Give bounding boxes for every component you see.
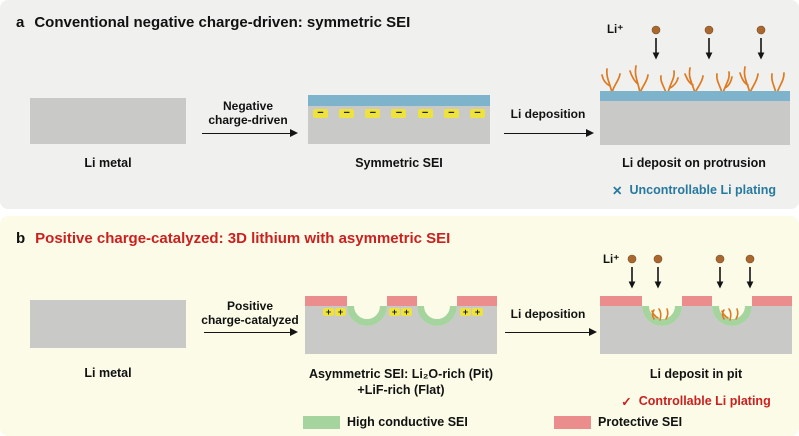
arrow-negative-charge-driven: [202, 129, 298, 138]
asymmetric-sei-label-line1: Asymmetric SEI: Li₂O-rich (Pit): [308, 367, 494, 381]
legend-swatch-conductive-sei: [303, 416, 340, 429]
sei-layer-blue: [308, 95, 490, 106]
status-a-text: Uncontrollable Li plating: [629, 183, 776, 197]
symmetric-sei-block: − − − − − − −: [308, 95, 490, 144]
li-metal-block-a: [30, 98, 186, 144]
li-deposit-block-a: [600, 38, 790, 145]
minus-charge-icon: −: [365, 108, 381, 119]
li-ion-icon: [627, 254, 637, 289]
arrow2-a-label: Li deposition: [510, 107, 586, 121]
pit-structure-icon: [305, 296, 497, 354]
cross-icon: ✕: [611, 184, 623, 198]
arrow2-b-label: Li deposition: [510, 307, 586, 321]
minus-charge-icon: −: [313, 108, 328, 119]
arrow1-b-label-line1: Positive: [226, 299, 274, 313]
arrow1-a-label-line1: Negative: [222, 99, 274, 113]
plus-charge-icon: +: [323, 308, 334, 317]
li-metal-block-b: [30, 300, 186, 348]
arrow-li-deposition-a: [504, 129, 594, 138]
plus-charge-icon: +: [401, 308, 412, 317]
minus-charge-icon: −: [391, 108, 407, 119]
pit-deposit-icon: [600, 296, 792, 354]
legend-swatch-protective-sei: [554, 416, 591, 429]
arrow1-b-label-line2: charge-catalyzed: [201, 313, 299, 327]
li-ion-icon: [704, 25, 714, 60]
li-metal-under-sei: [600, 101, 790, 145]
negative-charge-row: − − − − − − −: [313, 108, 485, 119]
legend-label-conductive-sei: High conductive SEI: [347, 415, 468, 429]
minus-charge-icon: −: [443, 108, 459, 119]
minus-charge-icon: −: [339, 108, 355, 119]
li-metal-label-a: Li metal: [84, 156, 132, 170]
li-ion-icon: [715, 254, 725, 289]
panel-a: a Conventional negative charge-driven: s…: [0, 0, 799, 209]
legend-label-protective-sei: Protective SEI: [598, 415, 683, 429]
dendrite-deposits-icon: [601, 65, 785, 93]
arrow1-b-label: Positive charge-catalyzed: [198, 299, 302, 327]
li-ion-label-b: Li⁺: [603, 254, 620, 266]
arrow-li-deposition-b: [505, 328, 597, 337]
li-deposit-block-b: [600, 296, 792, 356]
li-ion-icon: [745, 254, 755, 289]
li-deposit-label-a: Li deposit on protrusion: [622, 156, 766, 170]
status-b: ✓ Controllable Li plating: [596, 394, 796, 409]
asymmetric-sei-label-line2: +LiF-rich (Flat): [357, 383, 445, 397]
li-ion-label-a: Li⁺: [607, 24, 624, 36]
status-b-text: Controllable Li plating: [638, 394, 771, 408]
plus-charge-icon: +: [335, 308, 346, 317]
li-ion-icon: [653, 254, 663, 289]
minus-charge-icon: −: [417, 108, 433, 119]
asymmetric-sei-block: + + + + + +: [305, 296, 497, 356]
panel-a-title-text: Conventional negative charge-driven: sym…: [34, 14, 411, 31]
li-ion-icon: [651, 25, 661, 60]
panel-b-title: b Positive charge-catalyzed: 3D lithium …: [16, 230, 450, 247]
panel-b-tag: b: [16, 230, 26, 247]
minus-charge-icon: −: [469, 108, 485, 119]
li-ion-icon: [756, 25, 766, 60]
panel-a-title: a Conventional negative charge-driven: s…: [16, 14, 410, 31]
plus-charge-icon: +: [472, 308, 483, 317]
panel-a-tag: a: [16, 14, 25, 31]
status-a: ✕ Uncontrollable Li plating: [594, 183, 794, 198]
panel-b-title-text: Positive charge-catalyzed: 3D lithium wi…: [35, 230, 451, 247]
arrow-positive-charge-catalyzed: [204, 328, 298, 337]
plus-charge-icon: +: [389, 308, 400, 317]
arrow1-a-label: Negative charge-driven: [200, 99, 296, 127]
li-metal-label-b: Li metal: [84, 366, 132, 380]
check-icon: ✓: [621, 395, 632, 409]
li-deposit-label-b: Li deposit in pit: [649, 367, 743, 381]
symmetric-sei-label: Symmetric SEI: [355, 156, 443, 170]
arrow1-a-label-line2: charge-driven: [208, 113, 288, 127]
sei-layer-blue: [600, 91, 790, 101]
plus-charge-icon: +: [460, 308, 471, 317]
panel-b: b Positive charge-catalyzed: 3D lithium …: [0, 216, 799, 436]
